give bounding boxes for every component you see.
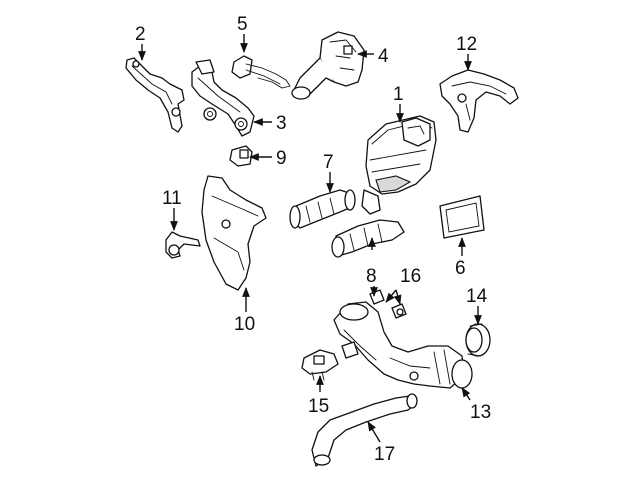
leader-17 xyxy=(367,421,381,443)
part-6-filter-element[interactable] xyxy=(439,195,485,239)
part-8-intake-hose[interactable] xyxy=(331,219,405,258)
part-3-bracket[interactable] xyxy=(191,59,255,137)
part-10-shroud[interactable] xyxy=(201,175,267,291)
callout-11: 11 xyxy=(162,188,182,209)
callout-7: 7 xyxy=(323,152,334,173)
part-1-air-cleaner[interactable] xyxy=(361,115,437,215)
callout-2: 2 xyxy=(135,24,146,45)
part-9-sensor[interactable] xyxy=(229,145,253,167)
callout-labels: 2 5 4 12 1 3 9 7 11 6 8 16 14 10 15 13 1… xyxy=(135,14,491,465)
leader-lines xyxy=(138,34,482,443)
part-4-air-duct[interactable] xyxy=(291,31,365,100)
callout-12: 12 xyxy=(456,34,477,55)
part-17-hose[interactable] xyxy=(311,393,418,467)
callout-6: 6 xyxy=(455,258,466,279)
part-2-bracket[interactable] xyxy=(125,57,185,133)
callout-17: 17 xyxy=(374,444,395,465)
part-5-wire-bracket[interactable] xyxy=(231,55,291,89)
part-15-sensor[interactable] xyxy=(301,349,339,381)
leader-16b xyxy=(393,289,402,305)
leader-16a xyxy=(385,289,397,303)
callout-9: 9 xyxy=(276,148,287,169)
callout-5: 5 xyxy=(237,14,248,35)
callout-16: 16 xyxy=(400,266,421,287)
leader-13 xyxy=(461,387,471,401)
callout-10: 10 xyxy=(234,314,255,335)
callout-4: 4 xyxy=(378,46,389,67)
part-13-intake-duct[interactable] xyxy=(333,301,473,389)
part-14-ring[interactable] xyxy=(465,323,491,357)
callout-13: 13 xyxy=(470,402,491,423)
callout-1: 1 xyxy=(393,84,404,105)
callout-8: 8 xyxy=(366,266,377,287)
part-7-intake-hose[interactable] xyxy=(289,189,356,229)
callout-14: 14 xyxy=(466,286,488,307)
callout-15: 15 xyxy=(308,396,329,417)
callout-3: 3 xyxy=(276,113,287,134)
part-11-clamp[interactable] xyxy=(165,231,201,259)
part-12-heat-shield[interactable] xyxy=(439,69,519,133)
